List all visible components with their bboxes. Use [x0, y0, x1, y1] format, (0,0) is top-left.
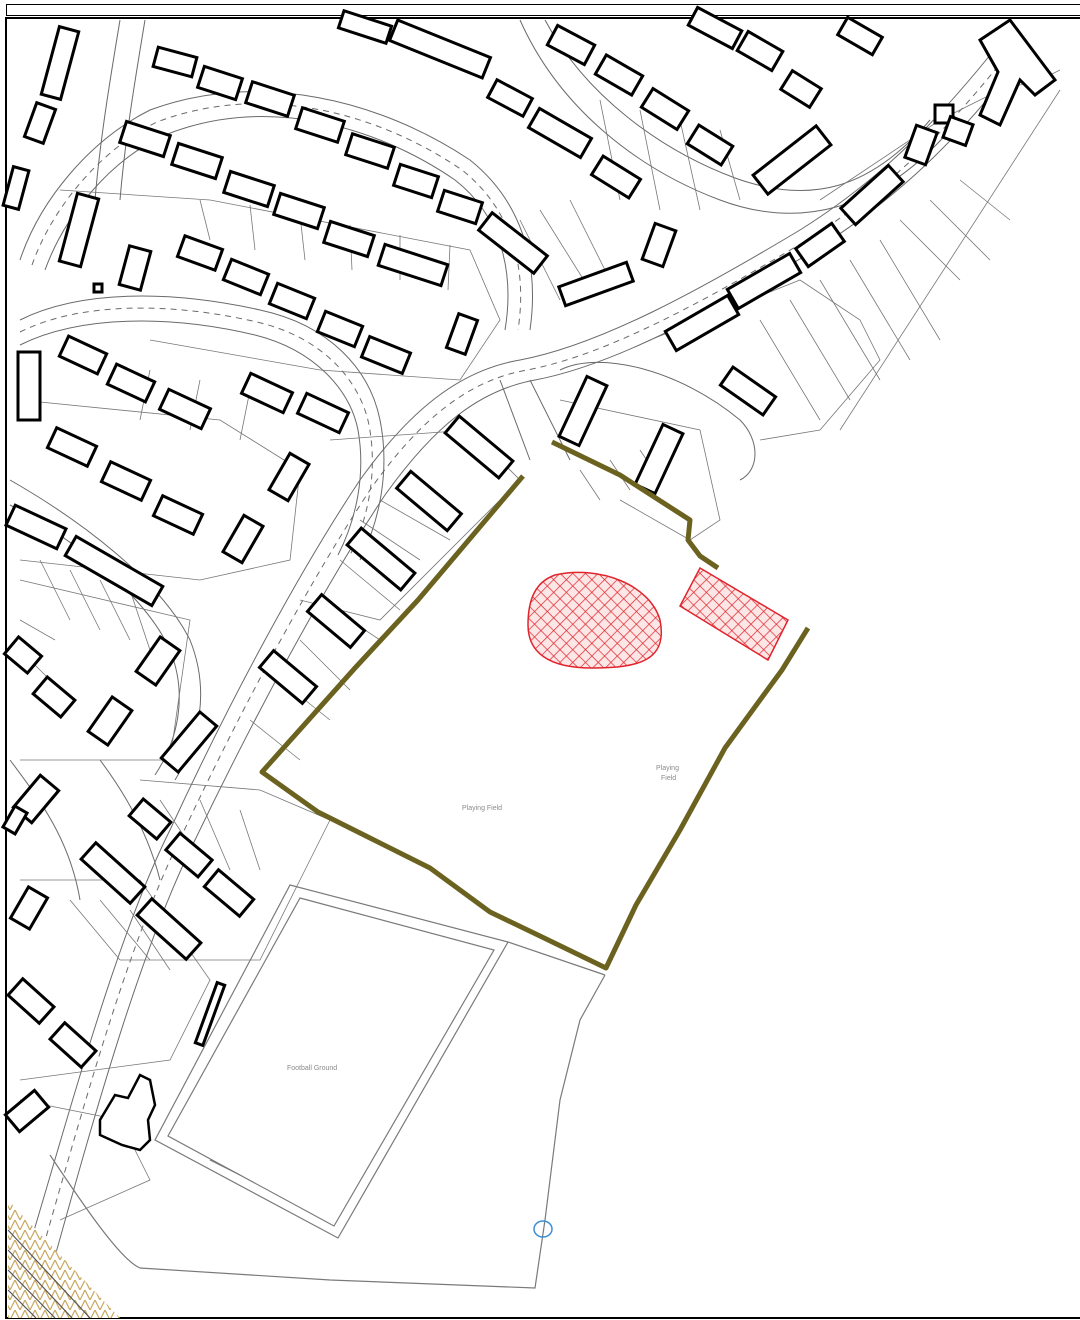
football-ground [49, 884, 606, 1289]
map-border [5, 17, 1080, 1319]
hatched-area-rect [679, 566, 789, 662]
hatched-area-oval [527, 571, 663, 669]
buildings [0, 5, 1058, 1152]
label-playing-field-east-2: Field [661, 775, 676, 782]
label-playing-field-main: Playing Field [462, 805, 502, 812]
frame-top-bar [6, 4, 1080, 16]
label-playing-field-east-1: Playing [656, 765, 679, 772]
label-football-ground: Football Ground [287, 1065, 337, 1072]
pond-marker [533, 1220, 553, 1238]
site-boundary [259, 439, 811, 971]
railway [7, 1200, 120, 1319]
